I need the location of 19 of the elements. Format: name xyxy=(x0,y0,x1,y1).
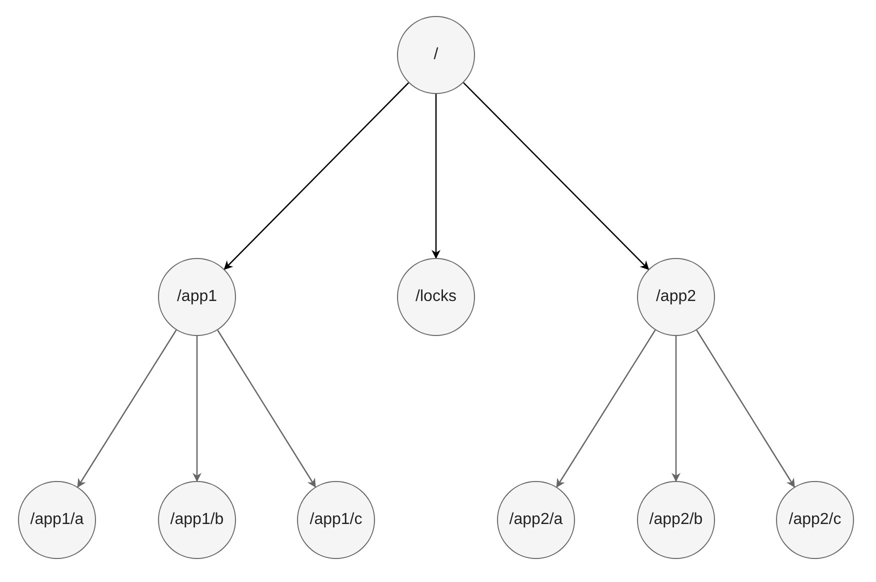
node-label: /app1/b xyxy=(170,510,224,530)
arrow xyxy=(672,336,680,482)
node-label: /app2/c xyxy=(788,510,842,530)
node-label: /app1/a xyxy=(30,510,84,530)
arrow xyxy=(217,330,316,488)
arrow xyxy=(463,82,650,270)
node-label: / xyxy=(434,45,438,65)
arrow xyxy=(556,330,656,488)
node-label: /app2/b xyxy=(649,510,703,530)
node-label: /locks xyxy=(416,287,456,307)
arrow xyxy=(224,82,410,270)
arrow xyxy=(192,336,202,482)
node-label: /app2/a xyxy=(509,510,563,530)
node-label: /app1/c xyxy=(310,510,362,530)
node-label: /app2 xyxy=(656,287,696,307)
arrow xyxy=(77,330,177,488)
arrow xyxy=(432,94,440,259)
arrow xyxy=(696,330,795,488)
node-label: /app1 xyxy=(176,287,218,307)
